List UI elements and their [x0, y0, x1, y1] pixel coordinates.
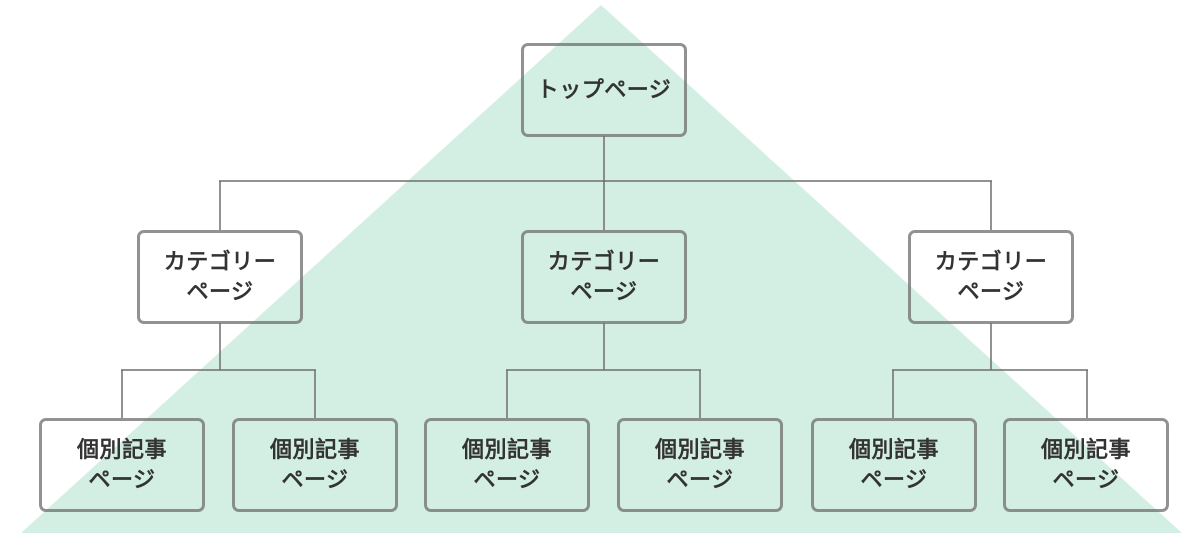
- connector-line: [506, 369, 701, 371]
- connector-line: [603, 323, 605, 370]
- connector-line: [506, 370, 508, 418]
- node-top-page: トップページ: [521, 43, 687, 137]
- connector-line: [699, 370, 701, 418]
- connector-line: [603, 181, 605, 230]
- connector-line: [1086, 370, 1088, 418]
- node-label: カテゴリー ページ: [163, 249, 277, 304]
- connector-line: [892, 369, 1088, 371]
- node-label: 個別記事 ページ: [76, 437, 167, 492]
- node-category-page-2: カテゴリー ページ: [521, 230, 687, 324]
- node-label: 個別記事 ページ: [269, 437, 360, 492]
- node-article-page-5: 個別記事 ページ: [811, 418, 977, 512]
- node-article-page-1: 個別記事 ページ: [39, 418, 205, 512]
- node-label: カテゴリー ページ: [934, 249, 1048, 304]
- node-article-page-3: 個別記事 ページ: [424, 418, 590, 512]
- connector-line: [219, 181, 221, 230]
- node-category-page-3: カテゴリー ページ: [908, 230, 1074, 324]
- node-label: 個別記事 ページ: [461, 437, 552, 492]
- node-label: 個別記事 ページ: [848, 437, 939, 492]
- node-label: 個別記事 ページ: [1040, 437, 1131, 492]
- connector-line: [121, 369, 316, 371]
- connector-line: [314, 370, 316, 418]
- connector-line: [219, 323, 221, 370]
- connector-line: [121, 370, 123, 418]
- connector-line: [990, 323, 992, 370]
- node-category-page-1: カテゴリー ページ: [137, 230, 303, 324]
- node-article-page-2: 個別記事 ページ: [232, 418, 398, 512]
- node-label: カテゴリー ページ: [547, 249, 661, 304]
- node-article-page-4: 個別記事 ページ: [617, 418, 783, 512]
- node-label: 個別記事 ページ: [654, 437, 745, 492]
- node-label: トップページ: [536, 77, 672, 102]
- connector-line: [990, 181, 992, 230]
- connector-line: [892, 370, 894, 418]
- connector-line: [603, 136, 605, 182]
- node-article-page-6: 個別記事 ページ: [1003, 418, 1169, 512]
- connector-line: [219, 180, 992, 182]
